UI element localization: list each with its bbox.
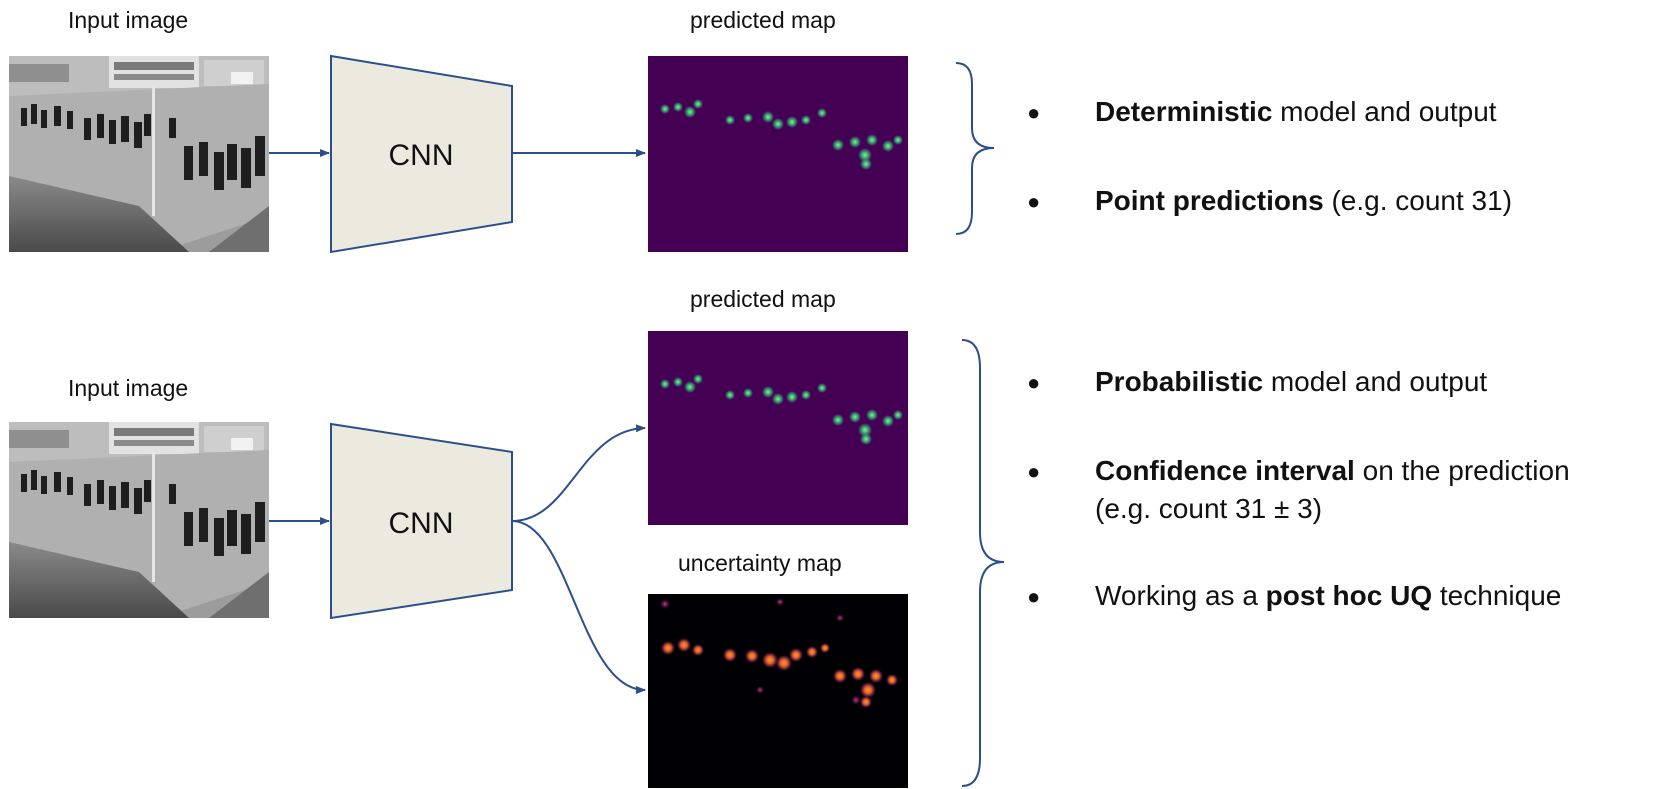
- bottom-cnn-label: CNN: [389, 507, 454, 540]
- bullet-emphasis: Probabilistic: [1095, 366, 1264, 397]
- uncertainty-branch-arrow: [511, 520, 646, 694]
- bottom-input-caption: Input image: [68, 375, 189, 401]
- bullet-text: technique: [1432, 580, 1562, 611]
- bullet-emphasis: Deterministic: [1095, 96, 1273, 127]
- bullet-icon: ●: [1027, 100, 1041, 125]
- top-brace: [955, 62, 995, 235]
- top-predicted-map: [648, 56, 908, 252]
- bottom-predicted-map: [648, 331, 908, 525]
- bullet-text: model and output: [1272, 96, 1497, 127]
- uncertainty-map-caption: uncertainty map: [678, 550, 842, 576]
- top-cnn-label: CNN: [389, 139, 454, 172]
- bullet-continuation: (e.g. count 31 ± 3): [1095, 493, 1323, 524]
- bottom-bullet-list: ● Probabilistic model and output ● Confi…: [1027, 363, 1667, 633]
- bullet-emphasis: Point predictions: [1095, 185, 1324, 216]
- bullet-emphasis: post hoc UQ: [1265, 580, 1433, 611]
- bottom-input-image: [9, 422, 269, 618]
- top-input-image: [9, 56, 269, 252]
- bottom-brace: [961, 339, 1005, 787]
- bottom-cnn-block: [330, 422, 513, 620]
- bullet-text: Working as a: [1095, 580, 1266, 611]
- bullet-icon: ●: [1027, 584, 1041, 609]
- bullet-text: model and output: [1263, 366, 1488, 397]
- top-predicted-map-caption: predicted map: [690, 7, 836, 33]
- bullet-emphasis: Confidence interval: [1095, 455, 1355, 486]
- bullet-icon: ●: [1027, 370, 1041, 395]
- prediction-branch-arrow: [511, 424, 646, 522]
- bullet-text: on the prediction: [1354, 455, 1570, 486]
- top-cnn-block: [330, 54, 513, 254]
- top-input-caption: Input image: [68, 7, 189, 33]
- uncertainty-map: [648, 594, 908, 788]
- bullet-icon: ●: [1027, 459, 1041, 484]
- top-bullet-list: ● Deterministic model and output ● Point…: [1027, 93, 1627, 223]
- bottom-predicted-map-caption: predicted map: [690, 286, 836, 312]
- bullet-text: (e.g. count 31): [1323, 185, 1513, 216]
- bullet-icon: ●: [1027, 189, 1041, 214]
